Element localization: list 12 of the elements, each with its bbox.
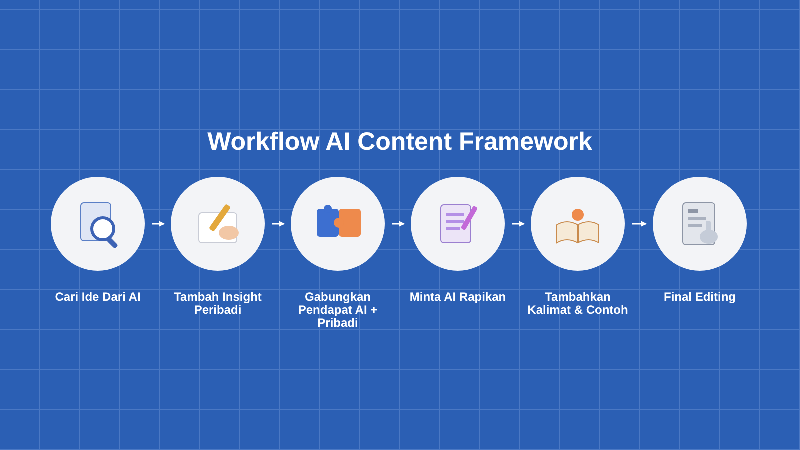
arrow — [392, 221, 405, 227]
arrow — [512, 221, 525, 227]
step-label: Final Editing — [663, 291, 737, 304]
arrow — [152, 221, 165, 227]
step-label: Tambah Insight Peribadi — [173, 291, 263, 318]
step-label: Gabungkan Pendapat AI + Pribadi — [297, 291, 379, 331]
arrow — [632, 221, 647, 227]
step-label: Minta AI Rapikan — [408, 291, 508, 304]
step-label: Cari Ide Dari AI — [54, 291, 142, 304]
arrow — [272, 221, 285, 227]
title: Workflow AI Content Framework — [206, 128, 594, 157]
step-label: Tambahkan Kalimat & Contoh — [526, 291, 630, 318]
